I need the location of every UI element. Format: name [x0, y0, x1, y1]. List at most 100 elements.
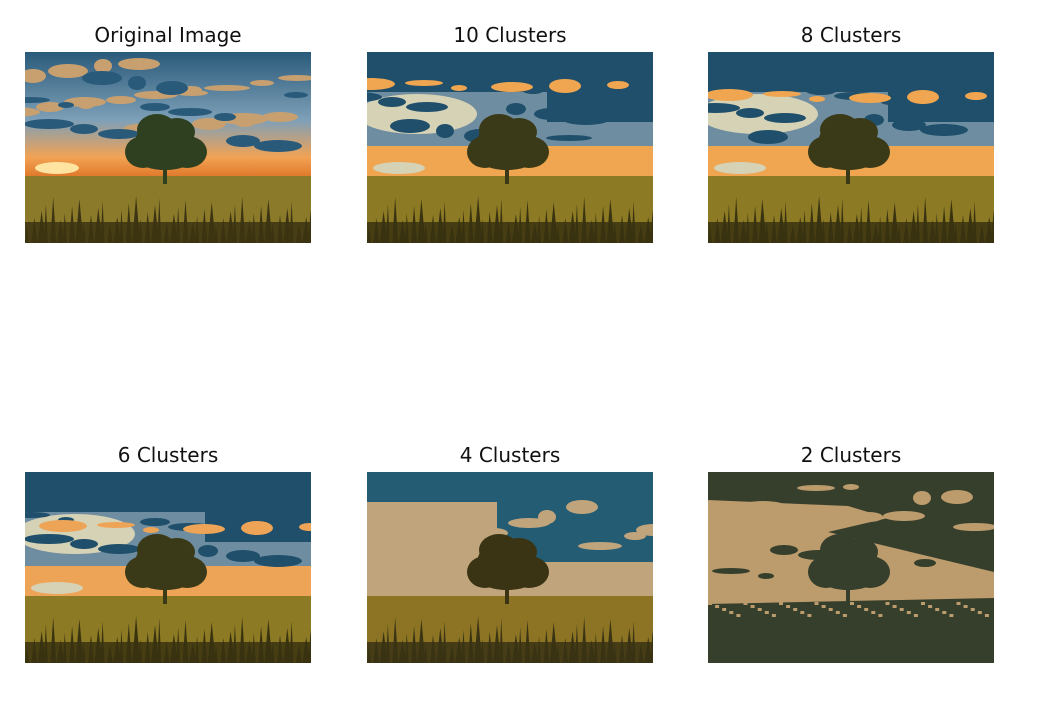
- panel-title: 10 Clusters: [453, 23, 567, 47]
- cloud: [806, 87, 836, 95]
- cloud: [506, 103, 526, 115]
- cloud: [534, 108, 568, 120]
- cloud: [954, 536, 994, 548]
- grass-highlight: [871, 611, 876, 614]
- cloud: [254, 555, 302, 567]
- field-shadow: [708, 222, 994, 243]
- original-image: [25, 52, 311, 243]
- cloud: [78, 101, 94, 109]
- cloud: [226, 550, 260, 562]
- grass-highlight: [913, 614, 918, 617]
- grass-highlight: [842, 614, 847, 617]
- cloud: [156, 496, 188, 510]
- cloud: [546, 135, 592, 141]
- cloud: [234, 117, 256, 127]
- cloud: [98, 129, 140, 139]
- cloud: [238, 502, 284, 508]
- cloud: [883, 511, 925, 521]
- grass-highlight: [963, 605, 968, 608]
- grass-highlight: [942, 611, 947, 614]
- grass-highlight: [885, 602, 890, 605]
- cloud: [204, 85, 250, 91]
- cloud: [739, 501, 787, 513]
- cloud: [448, 76, 478, 84]
- field-shadow: [367, 222, 653, 243]
- cloud: [849, 93, 891, 103]
- grass-highlight: [743, 602, 748, 605]
- cloud: [636, 524, 653, 536]
- grass-highlight: [850, 602, 854, 605]
- cloud: [843, 484, 859, 490]
- cloud: [192, 118, 226, 130]
- grass-highlight: [722, 608, 727, 611]
- cloud: [711, 502, 745, 514]
- cloud: [708, 89, 753, 101]
- cloud: [708, 522, 721, 530]
- tree-trunk: [846, 162, 850, 184]
- tree-trunk: [163, 582, 167, 604]
- grass-highlight: [764, 611, 769, 614]
- cloud: [140, 103, 170, 111]
- cloud: [797, 485, 835, 491]
- grass-highlight: [935, 608, 940, 611]
- grass-highlight: [757, 608, 762, 611]
- grass-highlight: [771, 614, 776, 617]
- clustered-image-2: [708, 472, 994, 663]
- clustered-image-10: [367, 52, 653, 243]
- cloud: [712, 568, 750, 574]
- cloud: [941, 490, 973, 504]
- cloud: [143, 527, 159, 533]
- cloud: [94, 59, 112, 73]
- cloud: [764, 113, 806, 123]
- panel-title: Original Image: [94, 23, 242, 47]
- sky-right: [888, 82, 994, 122]
- cloud: [25, 512, 50, 518]
- cloud: [578, 542, 622, 550]
- grass-highlight: [800, 611, 805, 614]
- grass-highlight: [906, 611, 911, 614]
- cloud: [950, 76, 974, 82]
- cloud: [250, 80, 274, 86]
- clustered-image-6: [25, 472, 311, 663]
- grass-highlight: [793, 608, 798, 611]
- cloud: [58, 102, 74, 108]
- grass-highlight: [857, 605, 862, 608]
- grass-highlight: [779, 602, 783, 605]
- tree-canopy: [822, 570, 874, 590]
- tree-trunk: [505, 162, 509, 184]
- cloud: [226, 135, 260, 147]
- cloud: [97, 522, 135, 528]
- grass-highlight: [828, 608, 833, 611]
- panel-title: 2 Clusters: [800, 443, 902, 467]
- tree-canopy: [842, 538, 878, 566]
- tree-canopy: [842, 118, 878, 146]
- cloud: [48, 64, 88, 78]
- grass-highlight: [807, 614, 812, 617]
- grass-highlight: [899, 608, 904, 611]
- cloud: [118, 58, 160, 70]
- tree-canopy: [159, 538, 195, 566]
- cloud: [140, 518, 170, 526]
- cloud: [367, 78, 395, 90]
- cloud: [406, 102, 448, 112]
- cloud: [70, 124, 98, 134]
- cloud: [913, 491, 931, 505]
- cloud: [855, 512, 883, 522]
- grass-highlight: [814, 602, 819, 605]
- grass-highlight: [864, 608, 869, 611]
- cloud: [770, 545, 798, 555]
- cloud: [98, 544, 140, 554]
- cloud: [183, 524, 225, 534]
- clustered-image-8: [708, 52, 994, 243]
- tree-canopy: [501, 538, 537, 566]
- field-shadow: [25, 642, 311, 663]
- grass-highlight: [892, 605, 897, 608]
- tree-trunk: [163, 162, 167, 184]
- cloud: [436, 124, 454, 138]
- grass-highlight: [786, 605, 791, 608]
- cloud: [25, 107, 40, 117]
- cloud: [262, 112, 298, 122]
- cloud: [25, 534, 74, 544]
- grass-highlight: [715, 605, 720, 608]
- sun: [373, 162, 425, 174]
